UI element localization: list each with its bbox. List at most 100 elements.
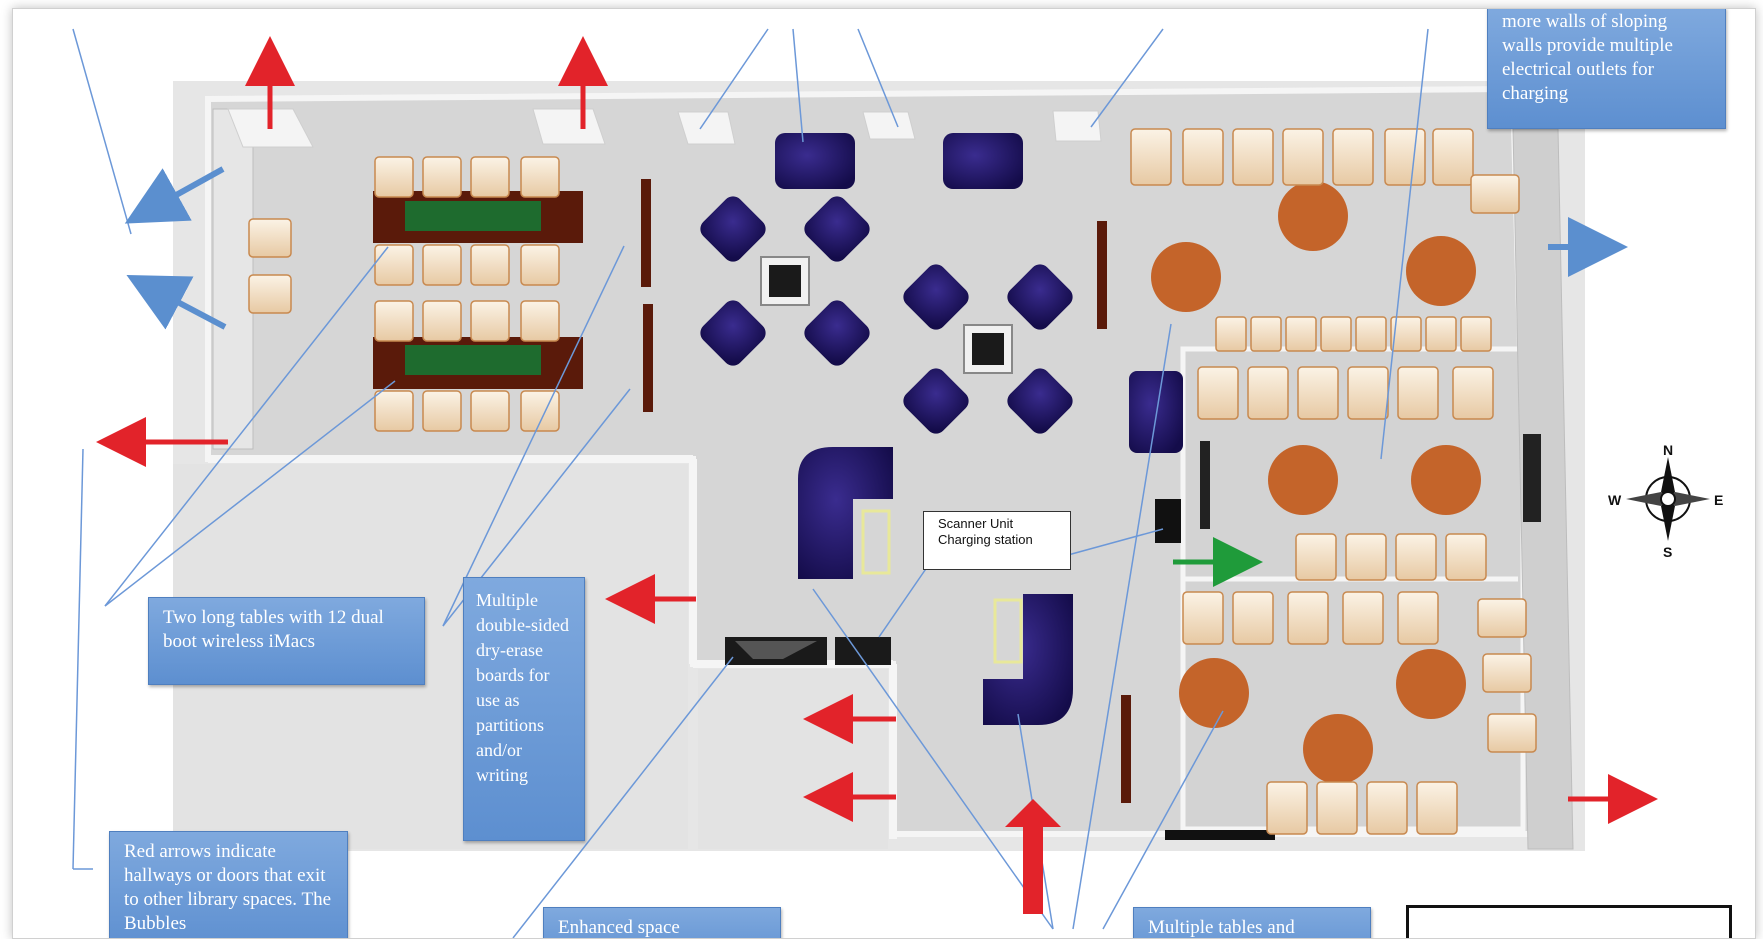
- svg-text:W: W: [1608, 492, 1622, 508]
- lounge-chair: [1297, 366, 1339, 420]
- l-sofa: [798, 447, 893, 579]
- lounge-chair: [1432, 128, 1474, 186]
- svg-text:N: N: [1663, 442, 1673, 458]
- side-table-top: [972, 333, 1004, 365]
- round-table: [1411, 445, 1481, 515]
- lounge-chair: [1342, 591, 1384, 645]
- chair: [422, 300, 462, 342]
- chair: [520, 244, 560, 286]
- lounge-chair: [1287, 591, 1329, 645]
- lounge-chair: [1247, 366, 1289, 420]
- lounge-chair: [1232, 591, 1274, 645]
- legend-box: [1406, 905, 1732, 938]
- long-table-1: [373, 191, 583, 243]
- exit-arrows: [96, 36, 1658, 824]
- dry-erase-board: [643, 304, 653, 412]
- armchair: [804, 300, 870, 366]
- lower-mid-area: [698, 669, 888, 849]
- lounge-chair: [1266, 781, 1308, 835]
- lounge-chair: [1250, 316, 1282, 352]
- lounge-chair: [1460, 316, 1492, 352]
- chair: [374, 390, 414, 432]
- long-table-2: [373, 337, 583, 389]
- dry-erase-board: [1097, 221, 1107, 329]
- chair: [520, 156, 560, 198]
- armchair: [1007, 368, 1073, 434]
- lounge-chair: [1416, 781, 1458, 835]
- round-table: [1303, 714, 1373, 784]
- chair: [248, 274, 292, 314]
- lounge-chair: [1397, 366, 1439, 420]
- lounge-chair: [1295, 533, 1337, 581]
- round-table: [1406, 236, 1476, 306]
- sofa: [775, 133, 855, 189]
- note-bottom-right: Multiple tables and: [1133, 907, 1371, 938]
- armchair: [903, 368, 969, 434]
- svg-text:E: E: [1714, 492, 1723, 508]
- armchair: [700, 300, 766, 366]
- chair: [470, 300, 510, 342]
- lounge-chair: [1316, 781, 1358, 835]
- scanner-unit-right: [1155, 499, 1181, 543]
- armchair: [700, 196, 766, 262]
- floor-plan-frame: N S E W Two long tables with 12 dual boo…: [12, 8, 1756, 939]
- lounge-chair: [1366, 781, 1408, 835]
- lounge-chair: [1397, 591, 1439, 645]
- note-tables: Two long tables with 12 dual boot wirele…: [148, 597, 425, 685]
- lounge-chair: [1384, 128, 1426, 186]
- armchair: [1007, 264, 1073, 330]
- lounge-chair: [1282, 128, 1324, 186]
- round-table: [1268, 445, 1338, 515]
- lounge-chair: [1445, 533, 1487, 581]
- lounge-chair: [1232, 128, 1274, 186]
- lounge-chair: [1452, 366, 1494, 420]
- chair: [470, 156, 510, 198]
- chair: [374, 156, 414, 198]
- lounge-chair: [1390, 316, 1422, 352]
- lounge-chair: [1285, 316, 1317, 352]
- sofa: [943, 133, 1023, 189]
- flow-arrows: [124, 166, 1628, 330]
- round-table: [1278, 181, 1348, 251]
- big-exit-arrow: [1005, 799, 1061, 914]
- round-table: [1151, 242, 1221, 312]
- lounge-chair: [1482, 653, 1532, 693]
- chair: [422, 244, 462, 286]
- round-table: [1396, 649, 1466, 719]
- lounge-chair: [1347, 366, 1389, 420]
- lounge-chair: [1197, 366, 1239, 420]
- lounge-chair: [1487, 713, 1537, 753]
- lounge-chair: [1395, 533, 1437, 581]
- chair: [374, 300, 414, 342]
- lounge-chair: [1345, 533, 1387, 581]
- chair: [470, 390, 510, 432]
- dry-erase-board: [641, 179, 651, 287]
- lounge-chair: [1182, 128, 1224, 186]
- armchair: [903, 264, 969, 330]
- lounge-chair: [1355, 316, 1387, 352]
- flow-arrow: [126, 274, 227, 330]
- chair: [422, 156, 462, 198]
- flow-arrow: [124, 166, 225, 224]
- floor-plan: N S E W: [72, 28, 1723, 938]
- lounge-chair: [1470, 174, 1520, 214]
- lounge-chair: [1477, 598, 1527, 638]
- note-exits: Red arrows indicate hallways or doors th…: [109, 831, 348, 938]
- lounge-chair: [1320, 316, 1352, 352]
- compass-icon: N S E W: [1608, 442, 1723, 560]
- lounge-chair: [1130, 128, 1172, 186]
- round-table: [1179, 658, 1249, 728]
- armchair: [804, 196, 870, 262]
- chair: [374, 244, 414, 286]
- side-table-top: [769, 265, 801, 297]
- chair: [248, 218, 292, 258]
- dry-erase-board: [1121, 695, 1131, 803]
- chair: [520, 300, 560, 342]
- svg-text:S: S: [1663, 544, 1672, 560]
- note-outlets: more walls of sloping walls provide mult…: [1487, 9, 1726, 129]
- note-bottom-center: Enhanced space: [543, 907, 781, 938]
- note-boards: Multiple double-sided dry-erase boards f…: [463, 577, 585, 841]
- lounge-chair: [1332, 128, 1374, 186]
- lounge-chair: [1425, 316, 1457, 352]
- chair: [520, 390, 560, 432]
